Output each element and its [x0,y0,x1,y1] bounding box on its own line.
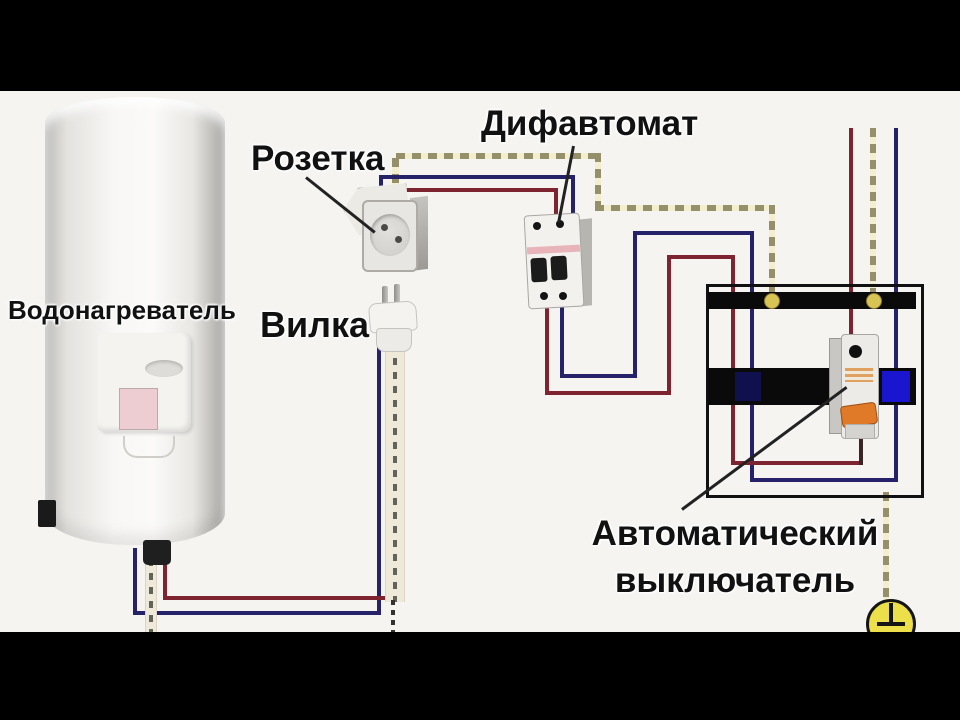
terminal-screw-icon [764,293,780,309]
panel-blue-module [882,371,910,402]
breaker-label-line2: выключатель [614,561,856,600]
cord-ground-tail [391,600,395,632]
phase-wire-heater-run [163,596,393,600]
difavtomat-screw [559,292,567,300]
neutral-wire-cord [377,347,381,613]
neutral-wire-difavtomat-in [571,175,575,221]
water-heater-handle [123,436,175,458]
water-heater-display [119,388,158,430]
phase-wire-loop-2 [667,257,671,395]
breaker-foot [845,424,875,439]
phase-wire-loop-1 [545,391,671,395]
difavtomat-screw [540,292,548,300]
neutral-wire-heater-run [133,611,381,615]
letterbox-top [0,0,960,91]
difavtomat-toggle-right [550,255,568,281]
distribution-panel [706,284,924,498]
neutral-wire-loop-2 [633,231,637,378]
neutral-wire-panel-bottom [750,478,898,482]
water-heater-cable-gland [143,540,171,565]
difavtomat-label: Дифавтомат [481,104,699,143]
ground-wire-to-earth [883,492,889,604]
ground-wire-to-panel [769,205,775,298]
plug-cord-cable [385,344,405,602]
neutral-wire-panel-drop [750,231,754,482]
breaker-label: Автоматический выключатель [555,510,915,604]
socket-hole-left [381,224,388,231]
socket-label: Розетка [251,139,385,178]
neutral-wire-socket-run [379,175,575,179]
ground-wire-supply [870,128,876,298]
socket-hole-right [395,236,402,243]
difavtomat-screw [556,220,564,228]
difavtomat-screw [533,222,541,230]
letterbox-bottom [0,632,960,720]
socket-recess [370,214,410,256]
breaker-label-line1: Автоматический [591,514,879,553]
plug-prong-right [394,284,400,306]
neutral-wire-difavtomat-out [560,300,564,378]
neutral-wire-loop-3 [633,231,754,235]
plug-neck [376,328,412,352]
ground-wire-run-3 [595,205,775,211]
plug-prong-left [382,286,388,306]
socket-icon [362,200,418,272]
heater-ground-cable [145,545,157,632]
terminal-screw-icon [866,293,882,309]
phase-wire-panel-drop [731,255,735,465]
phase-wire-difavtomat-in [554,188,558,226]
water-heater-label: Водонагреватель [8,295,236,325]
water-heater-bracket [38,500,56,527]
water-heater-tank [45,97,225,545]
panel-din-rail-top [708,292,916,309]
phase-wire-socket-run [400,188,558,192]
plug-label: Вилка [260,304,370,345]
ground-wire-run-1 [396,153,600,159]
difavtomat-toggle-left [530,257,548,283]
phase-wire-difavtomat-out [545,300,549,395]
neutral-wire-loop-1 [560,374,637,378]
neutral-wire-heater-drop [133,548,137,615]
panel-rail-wire-pass [735,372,761,401]
phase-wire-heater-drop [163,556,167,600]
phase-wire-loop-3 [667,255,735,259]
breaker-screw [849,345,862,358]
phase-wire-panel-bottom [731,461,863,465]
breaker-bottom-link-wire [859,437,863,465]
ground-wire-run-2 [595,153,601,211]
water-heater-vent [145,360,183,377]
breaker-rating-label [845,368,873,382]
phase-wire-supply [849,128,853,338]
